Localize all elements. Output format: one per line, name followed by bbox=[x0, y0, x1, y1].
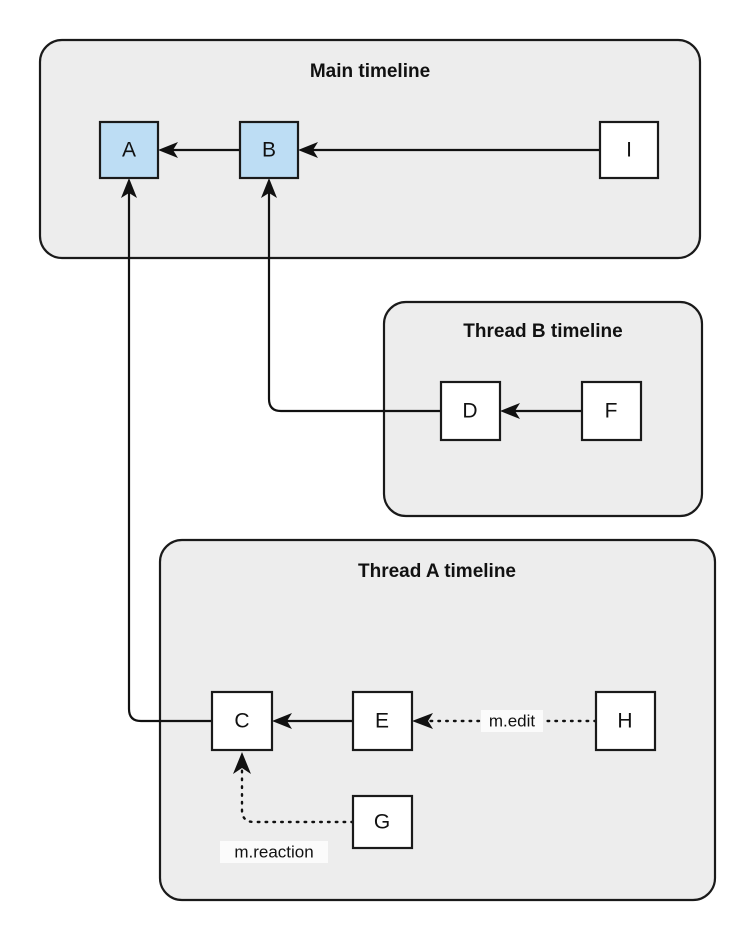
node-c[interactable]: C bbox=[210, 690, 274, 752]
group-thread-b-timeline-rect bbox=[382, 300, 704, 518]
node-c-label: C bbox=[234, 710, 249, 733]
edge-label-m-reaction-text: m.reaction bbox=[234, 842, 313, 861]
edge-g-to-c-arrowhead bbox=[233, 752, 251, 774]
node-i-rect[interactable] bbox=[598, 120, 660, 180]
group-thread-b-timeline-title: Thread B timeline bbox=[463, 321, 622, 342]
edge-e-to-c bbox=[272, 713, 353, 729]
edge-label-m-edit: m.edit bbox=[481, 710, 543, 732]
group-main-timeline-title: Main timeline bbox=[310, 61, 430, 82]
edge-c-to-a bbox=[121, 178, 212, 723]
edge-d-to-b-line bbox=[267, 191, 441, 413]
node-f-label: F bbox=[605, 400, 618, 423]
edge-c-to-a-arrowhead bbox=[121, 178, 137, 198]
node-f-rect[interactable] bbox=[580, 380, 643, 442]
edge-g-to-c bbox=[233, 752, 355, 824]
edge-f-to-d bbox=[500, 403, 582, 419]
node-a-label: A bbox=[122, 139, 136, 162]
edge-label-m-edit-bg bbox=[481, 710, 543, 732]
edge-h-to-e-arrowhead bbox=[412, 713, 433, 729]
edge-i-to-b bbox=[298, 142, 600, 158]
node-d-rect[interactable] bbox=[439, 380, 502, 442]
node-b-rect[interactable] bbox=[238, 120, 300, 180]
edge-g-to-c-line bbox=[240, 764, 355, 824]
node-g-label: G bbox=[374, 811, 390, 834]
node-g-rect[interactable] bbox=[351, 794, 414, 850]
node-e-rect[interactable] bbox=[351, 690, 414, 752]
edge-label-m-reaction: m.reaction bbox=[220, 841, 328, 863]
edge-e-to-c-arrowhead bbox=[272, 713, 292, 729]
group-thread-a-timeline-title: Thread A timeline bbox=[358, 561, 516, 582]
node-a-rect[interactable] bbox=[98, 120, 160, 180]
node-e[interactable]: E bbox=[351, 690, 414, 752]
edge-c-to-a-line bbox=[127, 191, 212, 723]
node-g[interactable]: G bbox=[351, 794, 414, 850]
node-h-rect[interactable] bbox=[594, 690, 657, 752]
node-d[interactable]: D bbox=[439, 380, 502, 442]
edge-d-to-b bbox=[261, 178, 441, 413]
edge-b-to-a-arrowhead bbox=[158, 142, 178, 158]
node-i-label: I bbox=[626, 139, 632, 162]
node-d-label: D bbox=[462, 400, 477, 423]
node-c-rect[interactable] bbox=[210, 690, 274, 752]
group-thread-b-timeline: Thread B timeline bbox=[382, 300, 704, 518]
node-a[interactable]: A bbox=[98, 120, 160, 180]
node-b[interactable]: B bbox=[238, 120, 300, 180]
edge-i-to-b-arrowhead bbox=[298, 142, 318, 158]
edge-label-m-reaction-bg bbox=[220, 841, 328, 863]
edge-label-m-edit-text: m.edit bbox=[489, 711, 536, 730]
node-f[interactable]: F bbox=[580, 380, 643, 442]
node-b-label: B bbox=[262, 139, 276, 162]
edge-f-to-d-arrowhead bbox=[500, 403, 520, 419]
edge-b-to-a bbox=[158, 142, 240, 158]
group-thread-a-timeline: Thread A timeline bbox=[158, 538, 717, 902]
edge-d-to-b-arrowhead bbox=[261, 178, 277, 198]
node-e-label: E bbox=[375, 710, 389, 733]
node-h-label: H bbox=[617, 710, 632, 733]
node-i[interactable]: I bbox=[598, 120, 660, 180]
node-h[interactable]: H bbox=[594, 690, 657, 752]
